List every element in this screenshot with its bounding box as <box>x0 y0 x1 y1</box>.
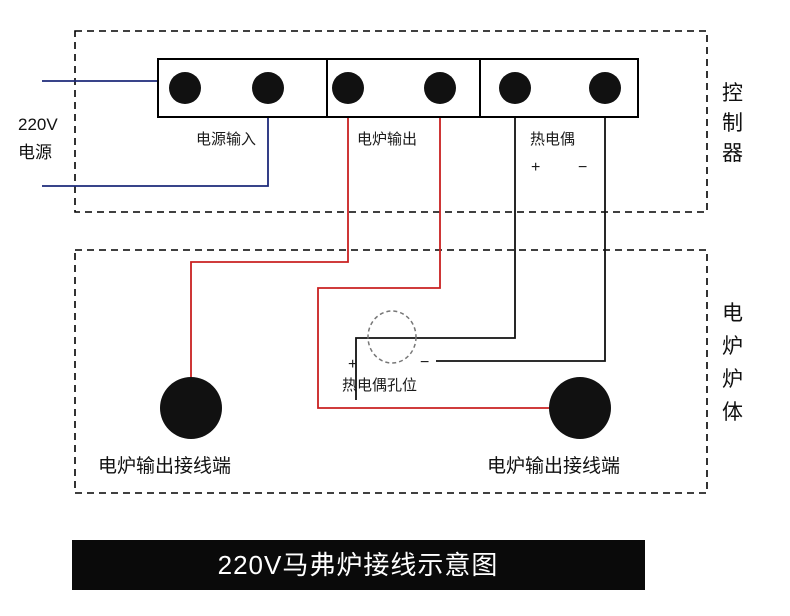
terminal-furnace-output-1[interactable] <box>332 72 364 104</box>
terminal-power-input-N[interactable] <box>252 72 284 104</box>
heater-wire-right <box>317 95 549 409</box>
heater-wire-left <box>190 95 349 377</box>
label-furnace-side-char-2: 炉 <box>722 368 743 391</box>
label-thermocouple-plus-sign: + <box>531 159 540 176</box>
label-hole-minus-sign: − <box>420 354 429 371</box>
label-controller-side-char-0: 控 <box>722 82 743 105</box>
label-thermocouple-hole: 热电偶孔位 <box>342 377 417 394</box>
label-furnace-output: 电炉输出 <box>357 131 417 148</box>
label-thermocouple: 热电偶 <box>530 131 575 148</box>
label-furnace-terminal-left: 电炉输出接线端 <box>98 455 231 477</box>
furnace-terminal-left[interactable] <box>160 377 222 439</box>
label-furnace-side-char-1: 炉 <box>722 335 743 358</box>
label-controller-side-char-1: 制 <box>722 112 743 135</box>
label-furnace-side-char-0: 电 <box>722 302 743 325</box>
label-power-input: 电源输入 <box>196 131 256 148</box>
label-furnace-side-char-3: 体 <box>722 401 743 424</box>
furnace-terminal-right[interactable] <box>549 377 611 439</box>
label-furnace-terminal-right: 电炉输出接线端 <box>487 455 620 477</box>
label-source-voltage: 220V <box>18 115 58 134</box>
thermocouple-minus-wire <box>436 95 606 362</box>
mains-neutral-wire <box>42 95 269 187</box>
label-hole-plus-sign: + <box>348 356 357 373</box>
label-thermocouple-minus-sign: − <box>578 159 587 176</box>
thermocouple-plus-wire <box>355 95 516 400</box>
terminal-furnace-output-2[interactable] <box>424 72 456 104</box>
label-source-supply: 电源 <box>18 143 52 162</box>
thermocouple-hole-icon <box>367 310 417 364</box>
terminal-power-input-L[interactable] <box>169 72 201 104</box>
label-controller-side-char-2: 器 <box>722 142 743 165</box>
diagram-title: 220V马弗炉接线示意图 <box>218 550 499 580</box>
controller-terminal-block <box>157 58 639 118</box>
terminal-thermocouple-minus[interactable] <box>589 72 621 104</box>
title-bar <box>72 540 645 590</box>
furnace-enclosure <box>74 249 708 494</box>
terminal-thermocouple-plus[interactable] <box>499 72 531 104</box>
controller-enclosure <box>74 30 708 213</box>
